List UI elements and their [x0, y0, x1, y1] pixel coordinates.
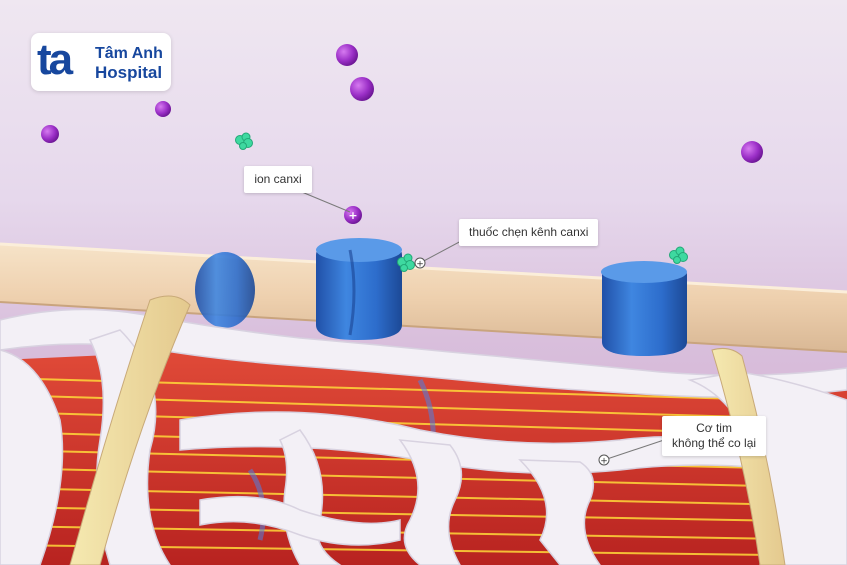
calcium-ion: [350, 77, 374, 101]
drug-marker: [414, 257, 426, 269]
blocker-molecules: [235, 132, 688, 272]
calcium-ion-labeled: [344, 206, 362, 224]
blocker-molecule: [669, 246, 688, 264]
calcium-ion: [741, 141, 763, 163]
hospital-logo: ta Tâm Anh Hospital: [31, 33, 171, 91]
logo-name-line2: Hospital: [95, 63, 163, 82]
plus-marker-icon: +: [600, 457, 608, 467]
label-muscle-line2: không thể co lại: [672, 436, 757, 450]
calcium-ion: [155, 101, 171, 117]
logo-mark: ta: [37, 35, 73, 84]
label-calcium-ion: ion canxi: [244, 166, 312, 193]
plus-sign-icon: +: [348, 209, 357, 222]
calcium-channel-left: [195, 252, 255, 328]
label-heart-muscle: Cơ tim không thể co lại: [662, 416, 767, 456]
label-calcium-ion-text: ion canxi: [254, 172, 302, 186]
calcium-channel-center: [316, 238, 402, 340]
label-blocker-text: thuốc chẹn kênh canxi: [469, 225, 589, 239]
label-calcium-channel-blocker: thuốc chẹn kênh canxi: [459, 219, 599, 246]
logo-name-line1: Tâm Anh: [95, 45, 163, 62]
muscle-marker: [598, 454, 610, 466]
blocker-molecule: [397, 253, 415, 272]
blocker-molecule: [235, 132, 253, 150]
fibers: [69, 295, 786, 565]
calcium-ions: +: [41, 44, 763, 224]
plus-marker-icon: +: [416, 260, 424, 270]
calcium-ion: [336, 44, 358, 66]
calcium-ion: [41, 125, 59, 143]
label-muscle-line1: Cơ tim: [696, 421, 732, 435]
calcium-channel-right: [601, 261, 687, 356]
